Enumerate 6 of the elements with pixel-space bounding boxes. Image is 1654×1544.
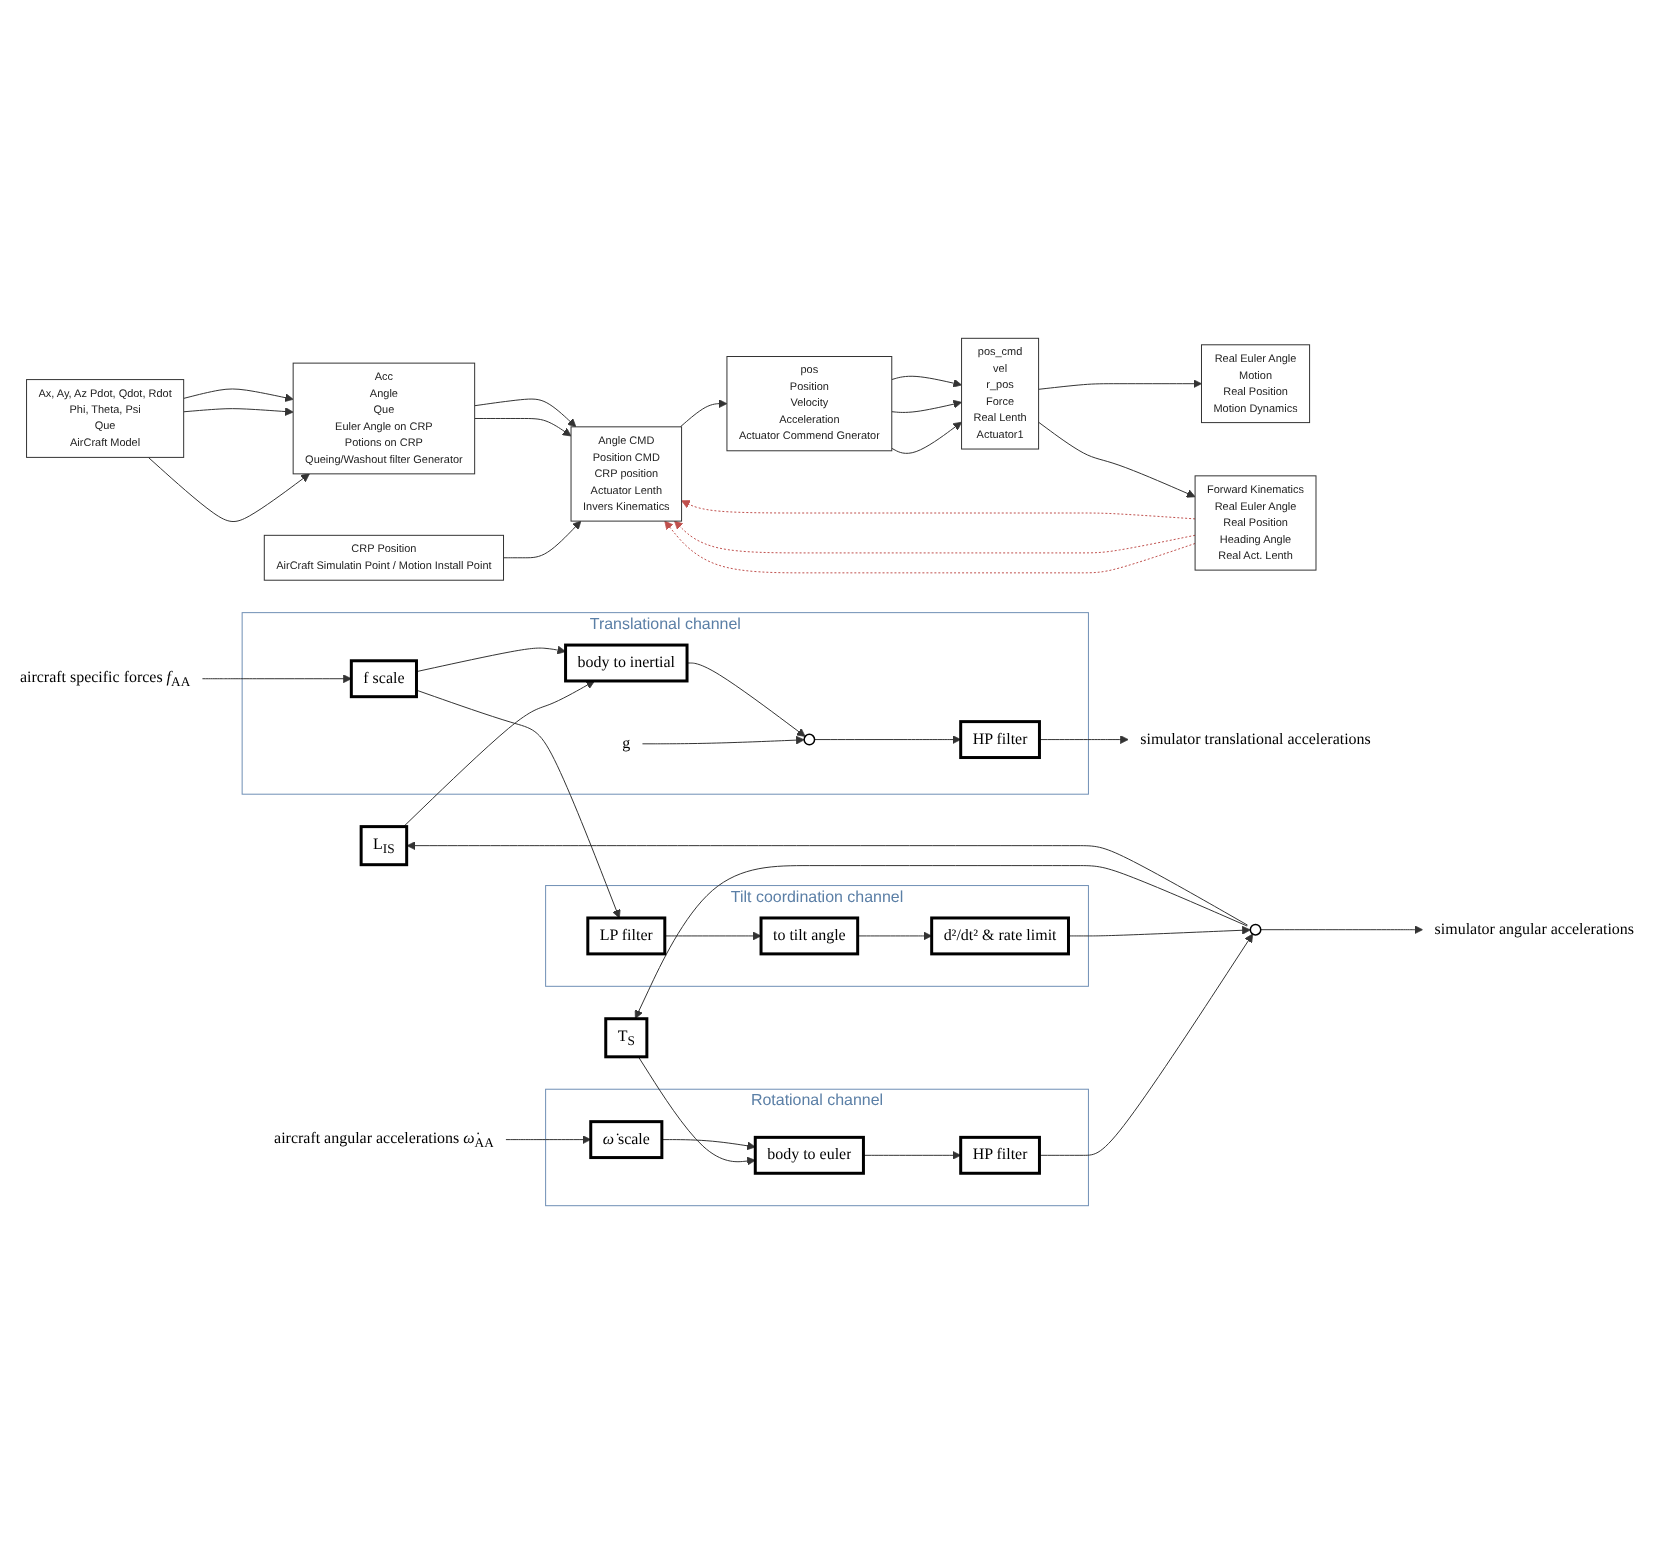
arrow xyxy=(183,407,294,416)
arrow xyxy=(1038,421,1196,498)
arrow xyxy=(634,865,1248,1019)
arrow xyxy=(416,645,566,673)
node-circle xyxy=(803,733,816,746)
node-circle xyxy=(1249,923,1262,936)
